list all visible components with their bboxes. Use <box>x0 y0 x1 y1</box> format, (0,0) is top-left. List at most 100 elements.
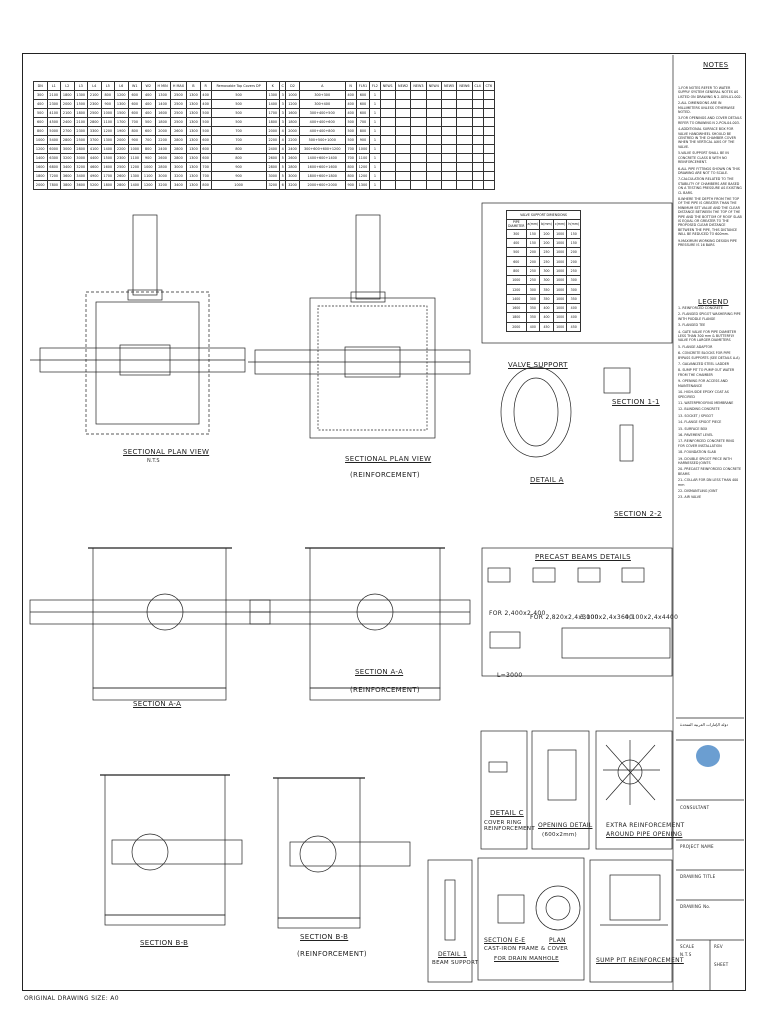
beam-label-4: 4,100x2,4x4400 <box>625 614 679 621</box>
legend-item: 3- FLANGED TEE <box>678 323 706 328</box>
section-2-2-rect <box>619 424 634 462</box>
sheet-label: SHEET <box>714 962 729 967</box>
rev-label: REV <box>714 944 723 949</box>
legend-item: 1- REINFORCED CONCRETE <box>678 306 723 310</box>
notes-list: 1-FOR NOTES REFER TO WATER SUPPLY SYSTEM… <box>678 86 742 249</box>
legend-item: 9- OPENING FOR ACCESS AND MAINTENANCE <box>678 379 728 388</box>
around-pipe-opening-label: AROUND PIPE OPENING <box>606 831 683 838</box>
note-item: 4-ADDITIONAL SURFACE BOX FOR VALVE HANDW… <box>678 127 736 149</box>
legend-item: 7- GALVANIZED STEEL LADDER <box>678 362 730 367</box>
legend-title: LEGEND <box>698 298 729 306</box>
reinforcement-label: (REINFORCEMENT) <box>350 471 420 479</box>
precast-beams-panel-border <box>481 547 673 677</box>
legend-item: 20- PRECAST REINFORCED CONCRETE BEAMS <box>678 467 742 476</box>
section-2-2-label: SECTION 2-2 <box>614 510 662 518</box>
legend-item: 19- DOUBLE SPIGOT PIECE WITH HARNESSED J… <box>678 456 732 465</box>
note-item: 2-ALL DIMENSIONS ARE IN MILLIMETERS UNLE… <box>678 101 735 115</box>
section-ee-panel-border <box>477 857 585 981</box>
detail-c-panel-border <box>480 730 528 850</box>
beam-label-5: L=3000 <box>497 672 523 679</box>
extra-reinforcement-panel-border <box>595 730 673 850</box>
legend-item: 21- COLLAR FOR DN LESS THAN 400 mm <box>678 478 739 487</box>
scale-label: SCALE <box>680 944 695 949</box>
legend-item: 16- PAVEMENT LEVEL <box>678 432 714 437</box>
drawing-no-label: DRAWING No. <box>680 904 711 909</box>
legend-item: 18- FOUNDATION SLAB <box>678 450 716 455</box>
legend-item: 8- SUMP PIT TO PUMP OUT WATER FROM THE C… <box>678 368 735 377</box>
detail-1-panel-border <box>427 859 473 983</box>
sump-pit-panel-border <box>589 859 673 983</box>
scale-value: N.T.S <box>680 952 692 957</box>
consultant-label: CONSULTANT <box>680 805 710 810</box>
plan-label: PLAN <box>549 937 566 944</box>
beam-label-1: FOR 2,400x2,400 <box>489 610 546 617</box>
table-cell <box>456 180 473 190</box>
sectional-plan-view-label: SECTIONAL PLAN VIEW <box>123 448 210 456</box>
valve-support-panel-border <box>481 202 673 344</box>
table-cell: 450 <box>566 321 582 332</box>
table-cell: 7800 <box>46 180 61 190</box>
table-cell: 6 <box>279 180 287 190</box>
section-bb-reinf-label: SECTION B-B <box>300 933 349 941</box>
table-cell: 800 <box>199 180 212 190</box>
section-bb-label: SECTION B-B <box>140 939 189 947</box>
reinforcement-label-3: (REINFORCEMENT) <box>297 950 367 958</box>
detail-c-label: DETAIL C <box>490 809 524 817</box>
detail-a-ellipse <box>500 366 572 458</box>
section-aa-label: SECTION A-A <box>133 700 182 708</box>
table-cell: 900 <box>344 180 357 190</box>
table-cell: 2000 <box>33 180 48 190</box>
legend-item: 14- FLANGE SPIGOT PIECE <box>678 420 722 425</box>
original-drawing-size-note: ORIGINAL DRAWING SIZE: A0 <box>24 995 119 1002</box>
section-aa-reinf-label: SECTION A-A <box>355 668 404 676</box>
note-item: 8-WHERE THE DEPTH FROM THE TOP OF THE PI… <box>678 196 742 237</box>
drawing-sheet-border <box>22 53 746 991</box>
opening-detail-panel-border <box>531 730 590 850</box>
table-cell: 3400 <box>169 180 188 190</box>
for-drain-manhole-label: FOR DRAIN MANHOLE <box>494 956 559 962</box>
legend-item: 15- SURFACE BOX <box>678 426 708 431</box>
note-item: 6-ALL PIPE FITTINGS SHOWN ON THIS DRAWIN… <box>678 166 740 175</box>
section-bb-outline <box>104 774 226 916</box>
cast-iron-frame-label: CAST-IRON FRAME & COVER <box>484 946 569 952</box>
notes-title: NOTES <box>703 61 729 69</box>
legend-item: 5- FLANGE ADAPTOR <box>678 344 713 349</box>
nts-label: N.T.S <box>147 458 160 464</box>
section-ee-label: SECTION E-E <box>484 937 526 944</box>
section-1-1-label: SECTION 1-1 <box>612 398 660 406</box>
note-item: 3-FOR OPENINGS AND COVER DETAILS REFER T… <box>678 116 742 125</box>
table-cell: 1000 <box>552 321 568 332</box>
legend-item: 2- FLANGED SPIGOT WASHERING PIPE WITH PU… <box>678 312 741 321</box>
note-item: 9-MAXIMUM WORKING DESIGN PIPE PRESSURE I… <box>678 238 737 247</box>
precast-beams-title: PRECAST BEAMS DETAILS <box>535 553 631 561</box>
legend-item: 13- SOCKET / SPIGOT <box>678 413 714 418</box>
beam-label-2: FOR 2,820x2,4x3000 <box>530 614 599 621</box>
legend-item: 4- GATE VALVE FOR PIPE DIAMETER LESS THA… <box>678 329 737 343</box>
legend-item: 10- HIGH-SIDE EPOXY COAT AS SPECIFIED <box>678 390 729 399</box>
client-logo-icon <box>696 745 720 767</box>
table-cell: 1 <box>369 180 381 190</box>
beam-label-3: 3,100x2,4x3600 <box>580 614 634 621</box>
section-aa-reinf-outline <box>309 547 441 689</box>
detail-1-label: DETAIL 1 <box>438 951 467 958</box>
table-cell <box>482 180 496 190</box>
plan-view-outline <box>85 291 210 435</box>
legend-item: 6- CONCRETE BLOCKS FOR PIPE BYPASS SUPPO… <box>678 351 740 360</box>
cover-ring-reinf-label: COVER RING REINFORCEMENT <box>484 820 535 832</box>
table-cell: 2000 <box>506 321 527 332</box>
note-item: 5-VALVE SUPPORT SHALL BE IN CONCRETE CLA… <box>678 151 729 165</box>
legend-item: 17- REINFORCED CONCRETE RING FOR COVER I… <box>678 439 735 448</box>
note-item: 7-CALCULATION RELATED TO THE STABILITY O… <box>678 177 742 195</box>
